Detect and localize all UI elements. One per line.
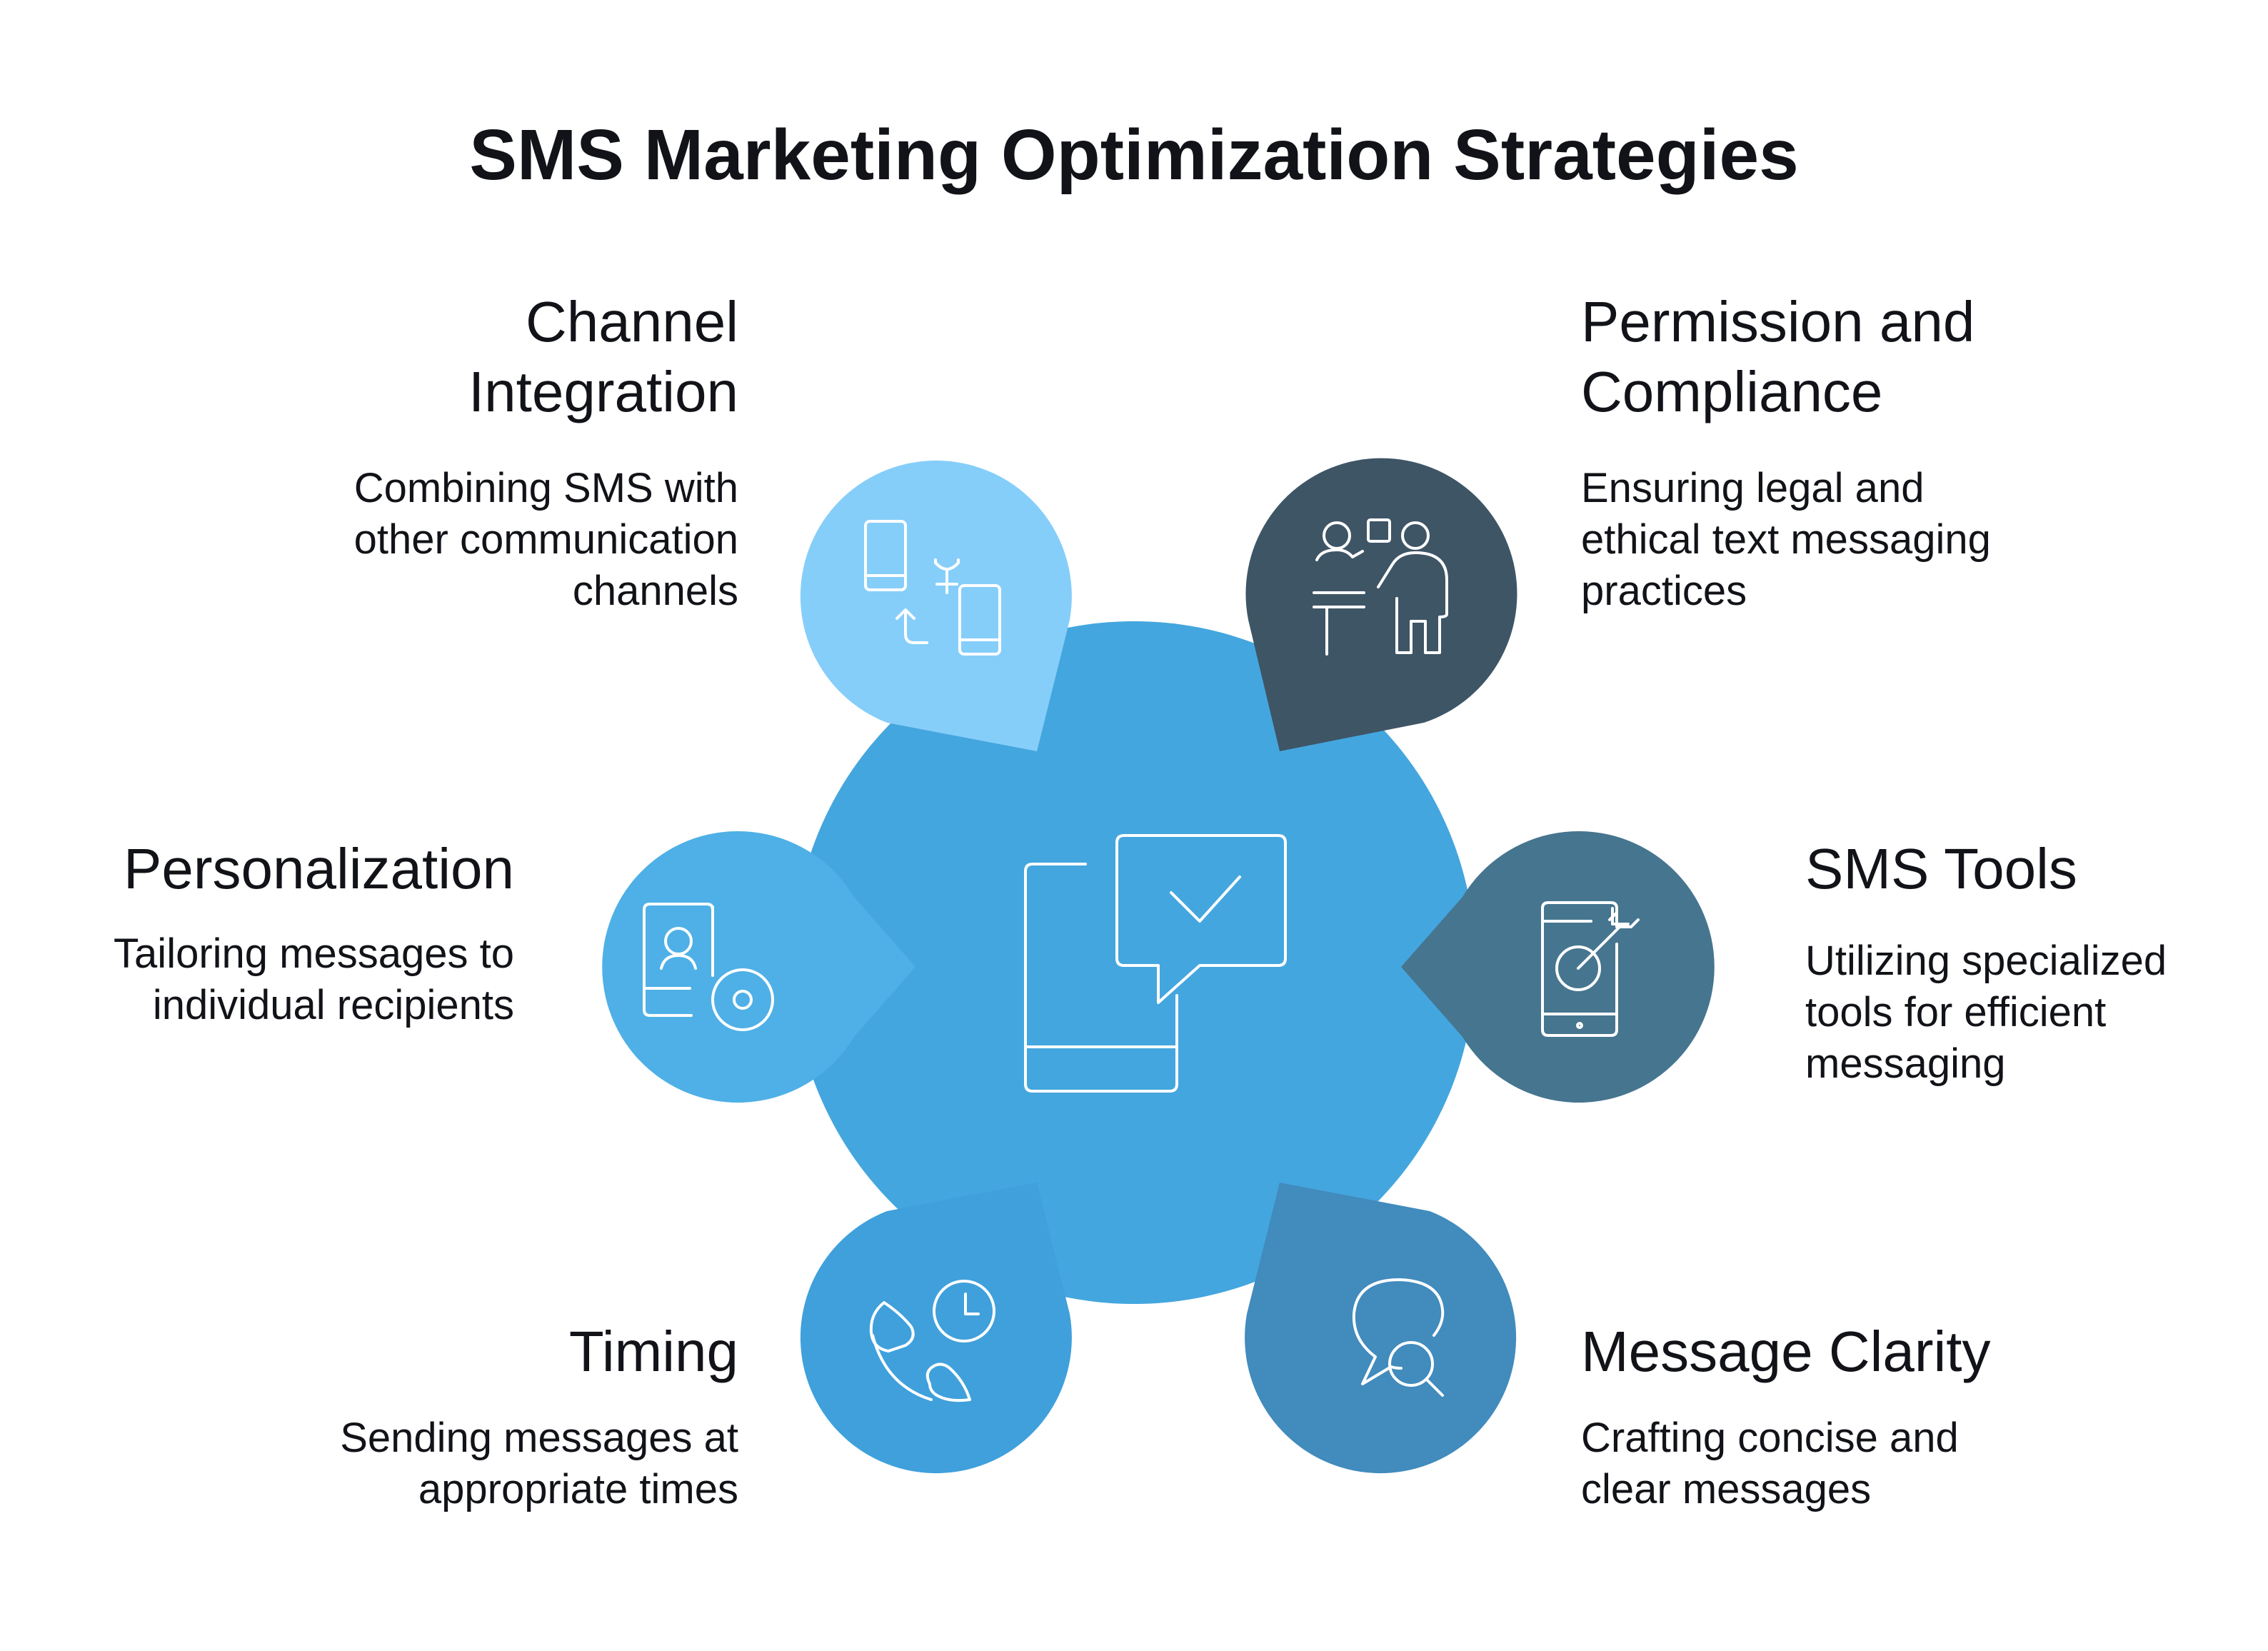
heading-timing: Timing — [568, 1320, 738, 1383]
heading-tools: SMS Tools — [1805, 837, 2077, 900]
center-hub — [793, 621, 1475, 1304]
description-clarity: Crafting concise and clear messages — [1581, 1415, 1959, 1512]
description-personalization: Tailoring messages to individual recipie… — [114, 930, 514, 1028]
chat-search-icon — [1352, 1278, 1445, 1397]
description-tools: Utilizing specialized tools for efficien… — [1805, 938, 2167, 1087]
label-clarity: Message Clarity Crafting concise and cle… — [1581, 1317, 2268, 1515]
heading-personalization: Personalization — [124, 837, 514, 900]
description-channel: Combining SMS with other communication c… — [353, 465, 738, 614]
heading-channel: Channel Integration — [468, 290, 738, 423]
drop-clarity — [1245, 1183, 1517, 1474]
phone-user-target-icon — [643, 903, 774, 1031]
heading-clarity: Message Clarity — [1581, 1320, 1991, 1383]
phone-message-check-icon — [1024, 834, 1287, 1093]
description-timing: Sending messages at appropriate times — [340, 1415, 738, 1512]
clock-time-icon — [869, 1280, 995, 1402]
drop-channel — [800, 460, 1072, 751]
label-personalization: Personalization Tailoring messages to in… — [0, 834, 514, 1031]
drop-permission — [1245, 458, 1517, 751]
phone-target-icon — [1541, 901, 1640, 1037]
page-title: SMS Marketing Optimization Strategies — [469, 115, 1799, 195]
label-permission: Permission and Compliance Ensuring legal… — [1581, 287, 2268, 617]
label-timing: Timing Sending messages at appropriate t… — [24, 1317, 738, 1515]
label-channel: Channel Integration Combining SMS with o… — [24, 287, 738, 617]
drop-personalization — [602, 831, 915, 1103]
presentation-people-icon — [1313, 518, 1448, 656]
drop-timing — [800, 1183, 1072, 1474]
heading-permission: Permission and Compliance — [1581, 290, 1975, 423]
device-sync-icon — [864, 520, 1001, 656]
description-permission: Ensuring legal and ethical text messagin… — [1581, 465, 1991, 614]
label-tools: SMS Tools Utilizing specialized tools fo… — [1805, 834, 2268, 1090]
